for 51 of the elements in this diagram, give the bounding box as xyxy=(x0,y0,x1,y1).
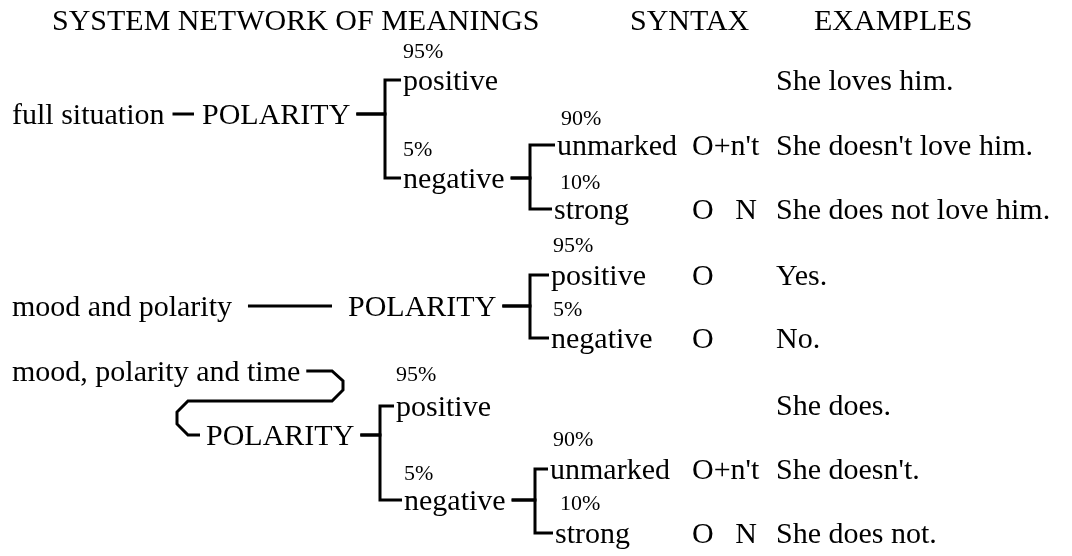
term-label: strong xyxy=(554,194,629,224)
term-label: POLARITY xyxy=(206,420,355,450)
term-label: positive xyxy=(396,391,491,421)
system-bracket xyxy=(502,304,549,340)
system-bracket xyxy=(360,433,402,502)
example-text: O N xyxy=(692,194,757,224)
column-heading: SYSTEM NETWORK OF MEANINGS xyxy=(52,5,540,35)
term-label: POLARITY xyxy=(348,291,497,321)
example-text: No. xyxy=(776,323,821,353)
connector-line xyxy=(247,304,332,308)
column-heading: SYNTAX xyxy=(630,5,750,35)
term-label: strong xyxy=(555,518,630,548)
example-text: Yes. xyxy=(776,260,828,290)
percentage-label: 5% xyxy=(404,462,434,484)
term-label: negative xyxy=(404,485,506,515)
connector-line xyxy=(175,369,345,437)
term-label: unmarked xyxy=(557,130,677,160)
term-label: negative xyxy=(403,163,505,193)
term-label: mood, polarity and time xyxy=(12,356,301,386)
term-label: full situation xyxy=(12,99,165,129)
example-text: She does. xyxy=(776,390,891,420)
term-label: mood and polarity xyxy=(12,291,232,321)
example-text: She does not. xyxy=(776,518,937,548)
example-text: O xyxy=(692,323,714,353)
example-text: O+n't xyxy=(692,454,760,484)
system-bracket xyxy=(356,112,401,180)
term-label: positive xyxy=(551,260,646,290)
column-heading: EXAMPLES xyxy=(814,5,973,35)
term-label: unmarked xyxy=(550,454,670,484)
percentage-label: 95% xyxy=(396,363,437,385)
percentage-label: 5% xyxy=(403,138,433,160)
example-text: She doesn't. xyxy=(776,454,920,484)
term-label: positive xyxy=(403,65,498,95)
system-bracket xyxy=(510,176,552,211)
percentage-label: 95% xyxy=(553,234,594,256)
example-text: O+n't xyxy=(692,130,760,160)
example-text: She doesn't love him. xyxy=(776,130,1034,160)
percentage-label: 90% xyxy=(553,428,594,450)
percentage-label: 95% xyxy=(403,40,444,62)
example-text: O xyxy=(692,260,714,290)
term-label: negative xyxy=(551,323,653,353)
example-text: She does not love him. xyxy=(776,194,1051,224)
percentage-label: 10% xyxy=(560,171,601,193)
system-bracket xyxy=(511,498,553,535)
percentage-label: 5% xyxy=(553,298,583,320)
percentage-label: 10% xyxy=(560,492,601,514)
example-text: O N xyxy=(692,518,757,548)
term-label: POLARITY xyxy=(202,99,351,129)
percentage-label: 90% xyxy=(561,107,602,129)
connector-line xyxy=(172,112,194,116)
example-text: She loves him. xyxy=(776,65,954,95)
